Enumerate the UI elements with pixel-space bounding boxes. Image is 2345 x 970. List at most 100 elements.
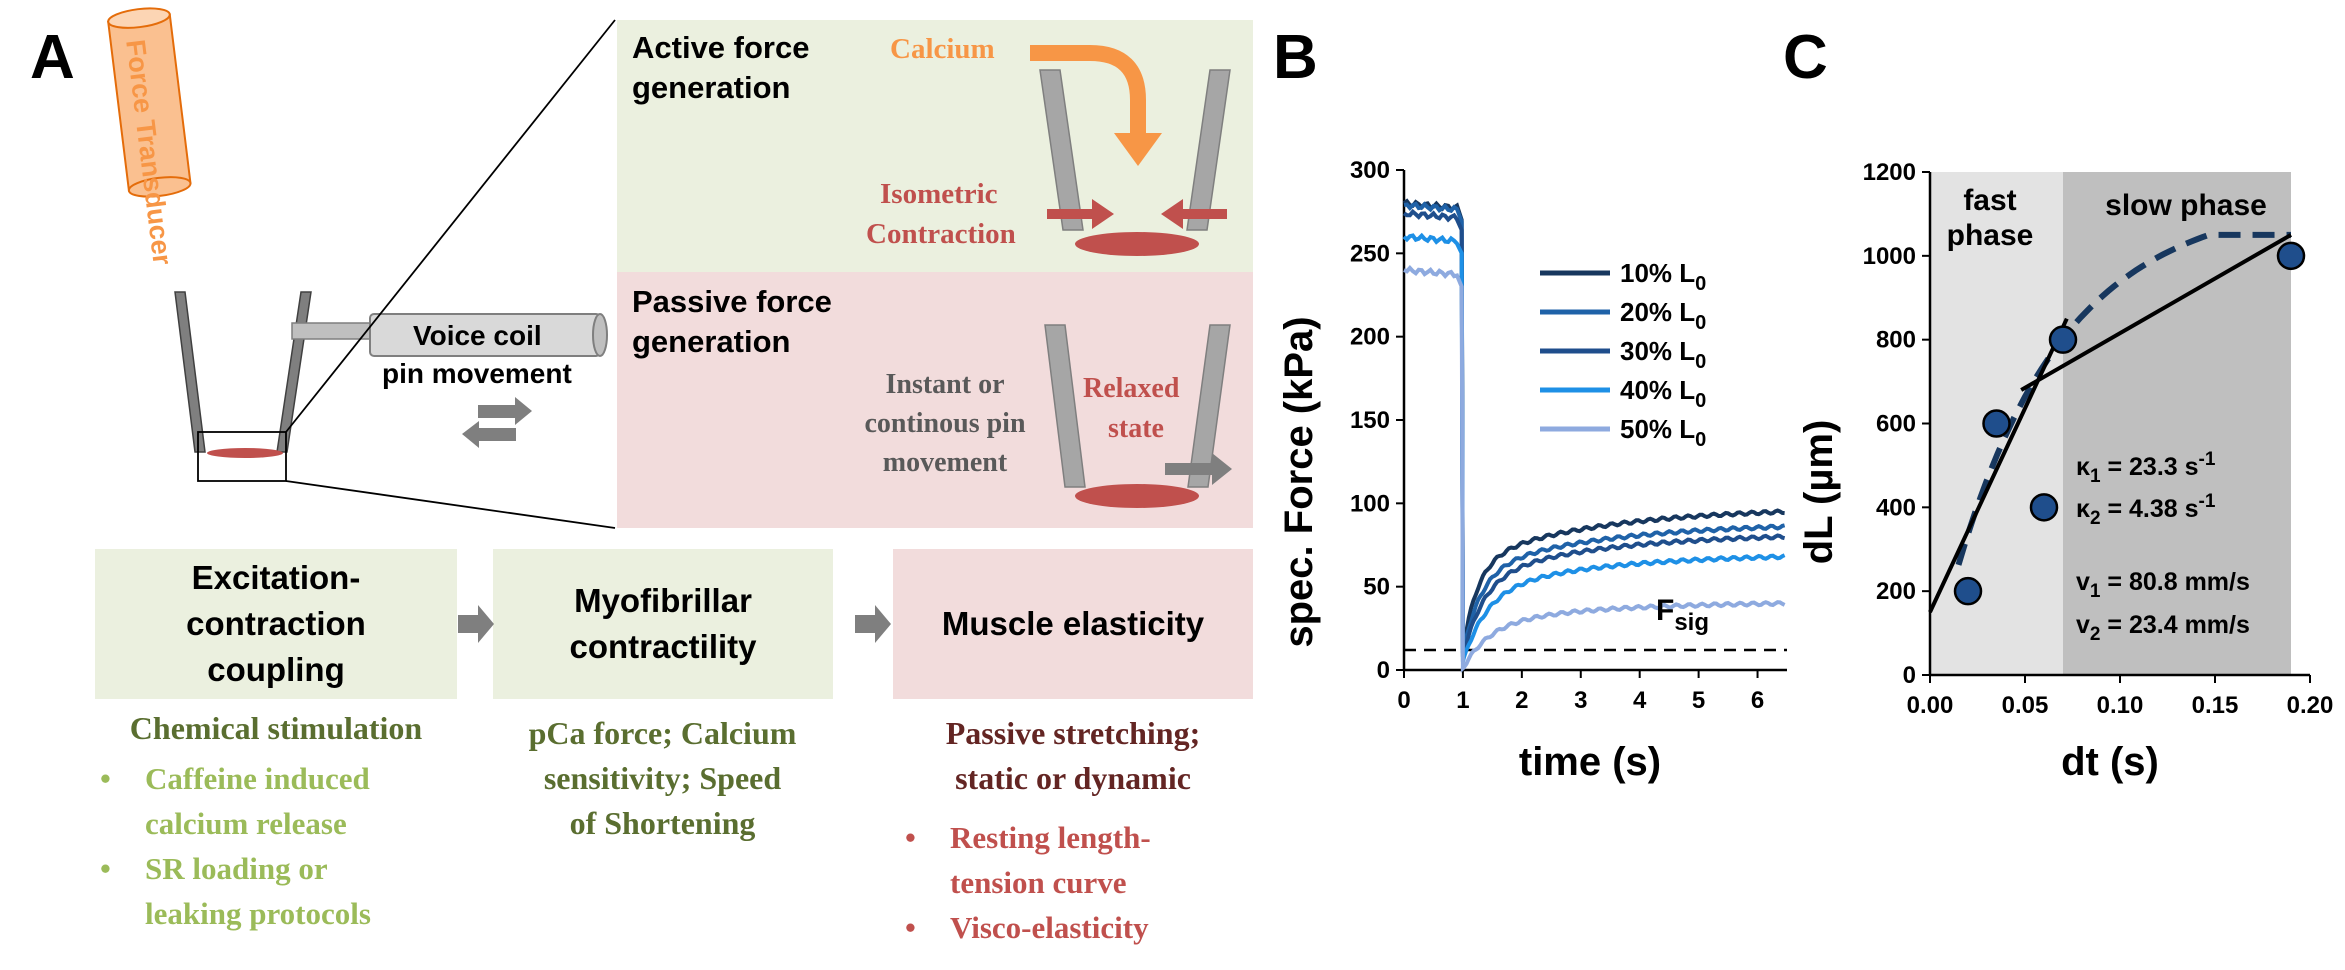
flow-arrows [458, 605, 891, 643]
y-tick-label: 400 [1876, 494, 1916, 521]
force-transducer [107, 7, 192, 198]
panel-a-letter: A [30, 23, 75, 92]
chemical-stimulation-heading: Chemical stimulation [129, 710, 423, 746]
x-tick-label: 4 [1633, 687, 1647, 714]
fsig-main: F [1656, 594, 1674, 627]
force-generation-diagram [1030, 45, 1232, 508]
legend-name: 30% L [1620, 336, 1695, 366]
box1-line1: Excitation- [191, 559, 361, 596]
linear-fit-2 [2020, 233, 2292, 392]
passive-force-title-line2: generation [632, 324, 791, 359]
series-line-4 [1402, 232, 1786, 663]
x-tick-label: 0.15 [2192, 692, 2239, 719]
y-tick-label: 0 [1377, 657, 1390, 684]
fast-phase-label-line2: phase [1947, 219, 2034, 252]
data-point-4 [2048, 325, 2078, 354]
box-myofibrillar: Myofibrillar contractility [493, 549, 833, 699]
box2-line1: Myofibrillar [574, 582, 752, 619]
series-line-1 [1402, 198, 1785, 651]
legend-label-3: 30% L0 [1620, 336, 1706, 373]
box2-line2: contractility [569, 628, 757, 665]
col1-bullet-2-line1: SR loading or [145, 851, 328, 886]
data-point-3 [2029, 493, 2059, 522]
legend-label-5: 50% L0 [1620, 414, 1706, 451]
voice-coil-label-line1: Voice coil [413, 320, 542, 351]
series-line-2 [1403, 201, 1786, 654]
col1-bullet-1: • Caffeine induced calcium release [100, 756, 460, 846]
x-tick-label: 6 [1751, 687, 1764, 714]
k2-val: = 4.38 s [2101, 495, 2199, 523]
legend-name-sub: 0 [1695, 429, 1706, 451]
y-tick-label: 200 [1350, 324, 1390, 351]
x-tick-label: 2 [1515, 687, 1528, 714]
y-tick-label: 1200 [1863, 159, 1916, 186]
chart-c-points [1953, 241, 2306, 606]
pin-movement-line1: Instant or [885, 369, 1005, 400]
y-tick-label: 0 [1903, 662, 1916, 689]
box3-line1: Muscle elasticity [941, 605, 1205, 642]
x-tick-label: 0.05 [2002, 692, 2049, 719]
v1-sym: v [2076, 568, 2090, 596]
y-tick-label: 600 [1876, 411, 1916, 438]
k1-annotation: κ1 = 23.3 s-1 [2076, 449, 2216, 487]
col1-bullet-1-line2: calcium release [145, 806, 347, 841]
chart-c-axes: 0 200 400 600 800 1000 1200 0.00 0.05 0.10 0.15 0.2… [1863, 159, 2334, 719]
isometric-label-line2: Contraction [866, 218, 1016, 250]
x-tick-label: 1 [1456, 687, 1469, 714]
y-tick-label: 800 [1876, 327, 1916, 354]
col3-heading-line1: Passive stretching; [945, 715, 1201, 751]
chart-c-phase-regions [1930, 172, 2291, 675]
bullet-dot: • [100, 761, 111, 796]
v1-annotation: v1 = 80.8 mm/s [2076, 568, 2250, 602]
legend-label-2: 20% L0 [1620, 297, 1706, 334]
v2-sub: 2 [2090, 624, 2101, 645]
voice-coil-label-line2: pin movement [382, 358, 572, 389]
panel-c-letter: C [1783, 23, 1828, 92]
col1-bullet-2: • SR loading or leaking protocols [100, 846, 460, 936]
calcium-label: Calcium [890, 33, 995, 65]
legend-label-4: 40% L0 [1620, 375, 1706, 412]
col3-bullet-1-line2: tension curve [950, 865, 1127, 900]
v2-val: = 23.4 mm/s [2100, 611, 2249, 639]
y-tick-label: 150 [1350, 407, 1390, 434]
legend-name: 20% L [1620, 297, 1695, 327]
double-exponential-fit [1955, 231, 2291, 566]
fast-phase-label-line1: fast [1963, 184, 2016, 217]
y-tick-label: 200 [1876, 578, 1916, 605]
k1-val: = 23.3 s [2101, 453, 2199, 481]
legend-name: 10% L [1620, 258, 1695, 288]
col3-heading-line2: static or dynamic [955, 760, 1191, 796]
x-tick-label: 0 [1397, 687, 1410, 714]
chart-c-ylabel: dL (µm) [1797, 420, 1841, 565]
x-tick-label: 0.20 [2287, 692, 2334, 719]
bullet-dot: • [100, 851, 111, 886]
fsig-sub: sig [1674, 609, 1709, 636]
col2-line1: pCa force; Calcium [528, 715, 797, 751]
pin-movement-line2: continous pin [864, 408, 1026, 439]
x-tick-label: 0.10 [2097, 692, 2144, 719]
legend-label-1: 10% L0 [1620, 258, 1706, 295]
legend-name-sub: 0 [1695, 273, 1706, 295]
col2-line3: of Shortening [569, 805, 756, 841]
x-tick-label: 0.00 [1907, 692, 1954, 719]
bullet-dot: • [905, 820, 916, 855]
relaxed-state-line1: Relaxed [1083, 373, 1180, 404]
data-point-1 [1953, 576, 1983, 606]
isometric-label-line1: Isometric [880, 178, 998, 210]
panel-b-letter: B [1273, 23, 1318, 92]
box1-line3: coupling [207, 651, 345, 688]
v1-sub: 1 [2090, 581, 2101, 602]
legend-name-sub: 0 [1695, 390, 1706, 412]
chart-c-xlabel: dt (s) [2061, 740, 2159, 784]
v2-annotation: v2 = 23.4 mm/s [2076, 611, 2250, 645]
v2-sym: v [2076, 611, 2090, 639]
y-tick-label: 1000 [1863, 243, 1916, 270]
data-point-2 [1982, 409, 2011, 438]
v1-val: = 80.8 mm/s [2100, 568, 2249, 596]
box-muscle-elasticity: Muscle elasticity [893, 549, 1253, 699]
col3-bullet-1: • Resting length- tension curve [905, 815, 1245, 905]
active-force-title-line1: Active force [632, 30, 810, 65]
